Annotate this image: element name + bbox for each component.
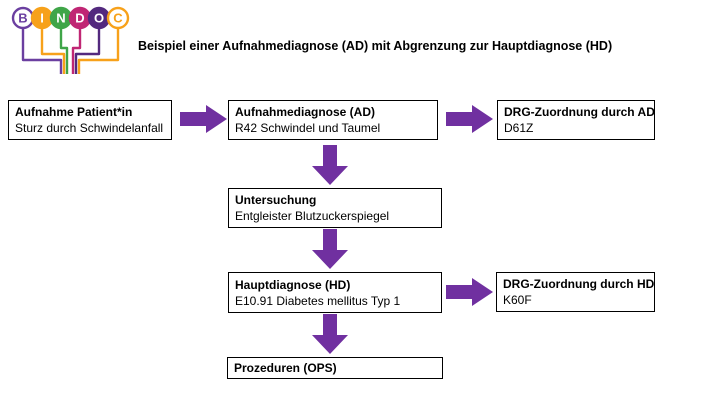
node-examination-detail: Entgleister Blutzuckerspiegel xyxy=(235,209,390,223)
node-drg-ad: DRG-Zuordnung durch AD D61Z xyxy=(497,100,655,140)
arrow-right-admission-to-ad-icon xyxy=(180,105,227,133)
svg-text:O: O xyxy=(94,11,104,26)
bindoc-logo: B I N D O C xyxy=(10,6,132,78)
node-admission-diagnosis-detail: R42 Schwindel und Taumel xyxy=(235,121,381,135)
node-admission: Aufnahme Patient*in Sturz durch Schwinde… xyxy=(8,100,172,140)
node-admission-heading: Aufnahme Patient*in xyxy=(15,105,133,119)
node-examination: Untersuchung Entgleister Blutzuckerspieg… xyxy=(228,188,442,228)
arrow-right-ad-to-drg-icon xyxy=(446,105,493,133)
node-procedures-heading: Prozeduren (OPS) xyxy=(234,361,337,375)
node-admission-diagnosis-heading: Aufnahmediagnose (AD) xyxy=(235,105,376,119)
bindoc-logo-icon: B I N D O C xyxy=(11,6,130,74)
svg-text:B: B xyxy=(18,11,27,26)
node-main-diagnosis-detail: E10.91 Diabetes mellitus Typ 1 xyxy=(235,293,401,308)
node-admission-detail: Sturz durch Schwindelanfall xyxy=(15,121,164,135)
node-drg-hd-heading: DRG-Zuordnung durch HD xyxy=(503,277,655,291)
node-drg-ad-heading: DRG-Zuordnung durch AD xyxy=(504,105,655,119)
node-main-diagnosis-heading: Hauptdiagnose (HD) xyxy=(235,277,351,292)
svg-text:C: C xyxy=(113,11,123,26)
node-main-diagnosis: Hauptdiagnose (HD) E10.91 Diabetes melli… xyxy=(228,272,442,313)
node-drg-ad-detail: D61Z xyxy=(504,121,534,135)
arrow-down-hd-to-procedures-icon xyxy=(312,314,348,354)
node-drg-hd-detail: K60F xyxy=(503,293,532,307)
svg-text:D: D xyxy=(75,11,84,26)
svg-text:I: I xyxy=(40,11,44,26)
arrow-down-examination-to-hd-icon xyxy=(312,229,348,269)
node-admission-diagnosis: Aufnahmediagnose (AD) R42 Schwindel und … xyxy=(228,100,438,140)
svg-text:N: N xyxy=(56,11,65,26)
arrow-down-ad-to-examination-icon xyxy=(312,145,348,185)
node-examination-heading: Untersuchung xyxy=(235,193,317,207)
arrow-right-hd-to-drg-icon xyxy=(446,278,493,306)
node-procedures: Prozeduren (OPS) xyxy=(227,357,443,379)
node-drg-hd: DRG-Zuordnung durch HD K60F xyxy=(496,272,655,312)
slide-title: Beispiel einer Aufnahmediagnose (AD) mit… xyxy=(138,39,613,53)
